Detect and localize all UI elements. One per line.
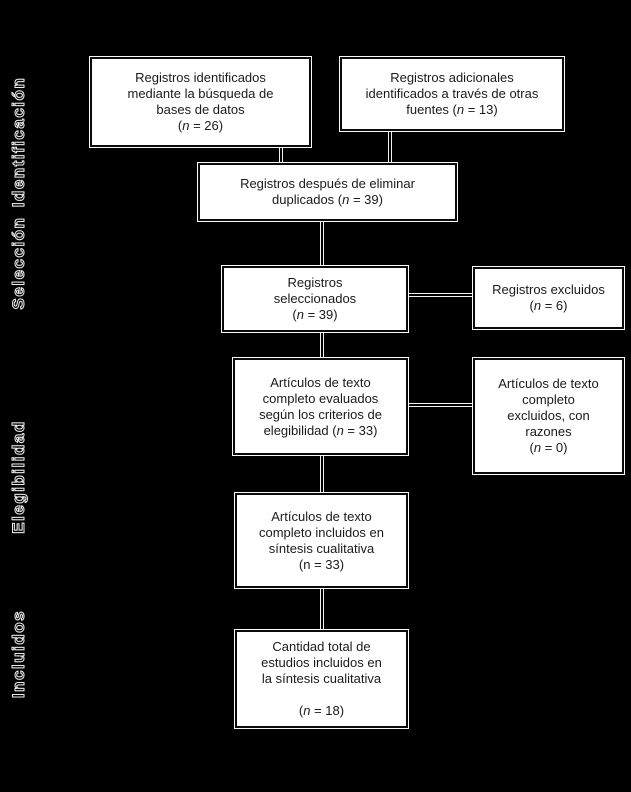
box-text-line: Artículos de texto xyxy=(270,374,371,390)
stage-label-incluidos: Incluidos xyxy=(9,609,29,699)
box-registros-excluidos: Registros excluidos(n = 6) xyxy=(472,266,625,330)
box-text-line: Cantidad total de xyxy=(272,639,371,654)
box-text-line: Registros después de eliminar xyxy=(240,176,415,191)
connector-screened-to-fulltext xyxy=(320,330,324,360)
box-text-line: seleccionados xyxy=(273,291,357,306)
stage-label-elegibilidad: Elegibilidad xyxy=(9,420,29,534)
stage-label-identificacion: Identificación xyxy=(9,76,29,208)
box-text-line: Registros excluidos xyxy=(492,282,605,297)
box-text-line: Artículos de texto xyxy=(271,508,372,524)
connector-screened-to-excluded xyxy=(406,293,475,297)
box-text-line: completo incluidos en xyxy=(258,524,385,540)
box-text-line: estudios incluidos en xyxy=(261,655,382,670)
box-text-line: Registros xyxy=(287,275,343,290)
box-text-line: Registros adicionales xyxy=(390,70,514,85)
connector-fulltext-to-qualitative xyxy=(320,453,324,495)
connector-fulltext-to-excluded-reasons xyxy=(406,403,475,407)
box-text-line: excluidos, con xyxy=(507,408,590,423)
box-text-line: (n = 18) xyxy=(298,703,345,718)
stage-label-seleccion: Selección xyxy=(9,216,29,310)
box-text-line: (n = 26) xyxy=(177,118,224,133)
box-text-line: duplicados (n = 39) xyxy=(272,192,383,207)
box-text-line: completo xyxy=(522,392,575,407)
box-text-line: Artículos de texto xyxy=(498,376,599,391)
box-text-line: (n = 0) xyxy=(529,440,568,455)
connector-qualitative-to-total xyxy=(320,586,324,632)
box-text-line: Registros identificados xyxy=(135,70,266,85)
box-text-line: bases de datos xyxy=(156,102,245,117)
box-text-line: razones xyxy=(525,424,572,439)
box-text-line: fuentes (n = 13) xyxy=(406,102,498,117)
box-text-line: elegibilidad (n = 33) xyxy=(263,422,378,438)
box-text-line: síntesis cualitativa xyxy=(268,540,375,556)
box-text-line: identificados a través de otras xyxy=(365,86,539,101)
connector-other-to-dedup xyxy=(388,128,392,166)
box-text-line: según los criterios de xyxy=(259,406,382,422)
box-text-line: completo evaluados xyxy=(262,390,379,406)
connector-dedup-to-screened xyxy=(320,219,324,268)
box-text-line: (n = 33) xyxy=(298,556,345,572)
box-text-line: (n = 39) xyxy=(292,307,338,322)
box-text-line: mediante la búsqueda de xyxy=(127,86,274,101)
connector-db-to-dedup xyxy=(279,145,283,166)
box-text-line: la síntesis cualitativa xyxy=(261,671,382,686)
box-text-line: (n = 6) xyxy=(529,298,568,313)
box-text-line xyxy=(320,687,324,703)
